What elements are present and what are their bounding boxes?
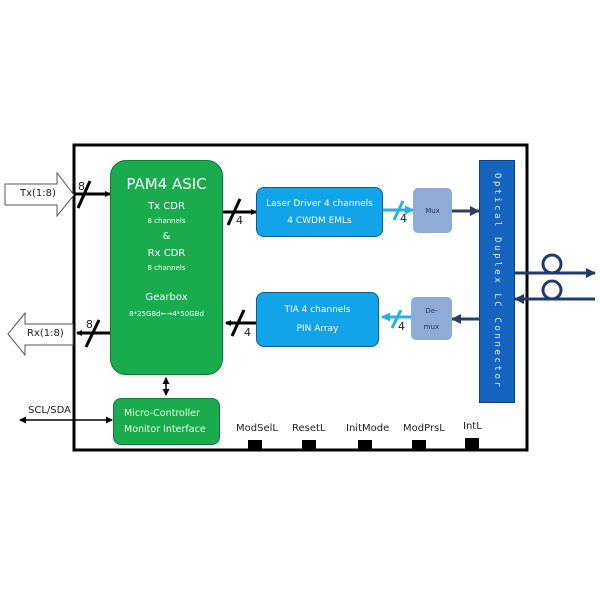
mcu-line2: Monitor Interface [124, 424, 206, 435]
demux-to-tia-slash [390, 309, 403, 329]
pin-intl [465, 438, 479, 450]
pin-label-initmode: InitMode [346, 423, 390, 434]
pam4-asic-block: PAM4 ASIC Tx CDR 8 channels & Rx CDR 8 c… [110, 160, 223, 375]
tia-bus-width: 4 [244, 326, 251, 339]
pin-initmode [358, 440, 372, 450]
asic-rx-channels: 8 channels [147, 264, 186, 272]
rx-port-label: Rx(1:8) [27, 328, 64, 339]
laser-driver-block: Laser Driver 4 channels 4 CWDM EMLs [256, 187, 383, 237]
optical-connector-block: Optical Duplex LC Connector [479, 160, 515, 403]
asic-title: PAM4 ASIC [126, 175, 207, 193]
tia-line1: TIA 4 channels [284, 305, 351, 315]
demux-bus-width: 4 [398, 320, 405, 333]
laser-line2: 4 CWDM EMLs [287, 215, 352, 226]
asic-tx-channels: 8 channels [147, 217, 186, 225]
tx-port-arrow [4, 171, 75, 218]
demux-line1: De- [425, 306, 438, 315]
asic-gearbox-rates: 8*25GBd←→4*50GBd [129, 310, 204, 318]
asic-rx-cdr: Rx CDR [147, 248, 186, 259]
asic-gearbox: Gearbox [145, 292, 188, 303]
asic-amp: & [162, 231, 171, 242]
pin-modsell [248, 440, 262, 450]
pin-label-intl: IntL [463, 421, 482, 432]
rx-bus-slash [84, 319, 101, 348]
tia-line2: PIN Array [296, 324, 339, 334]
micro-controller-block: Micro-Controller Monitor Interface [113, 398, 220, 445]
tx-bus-slash [76, 180, 92, 209]
asic-tx-cdr: Tx CDR [148, 201, 185, 212]
rx-bus-width: 8 [86, 318, 93, 331]
pin-label-resetl: ResetL [292, 423, 326, 434]
rx-port-arrow [7, 311, 74, 357]
demux-line2: mux [423, 322, 440, 331]
i2c-label: SCL/SDA [28, 405, 71, 416]
pin-modprsl [412, 440, 426, 450]
connector-label: Optical Duplex LC Connector [492, 173, 502, 390]
pin-resetl [302, 440, 316, 450]
mux-label: Mux [425, 206, 440, 215]
mux-block: Mux [413, 188, 452, 233]
laser-line1: Laser Driver 4 channels [266, 198, 373, 209]
mcu-line1: Micro-Controller [124, 408, 200, 419]
laser-bus-width: 4 [236, 214, 243, 227]
fiber-out-loop-icon [541, 253, 563, 275]
asic-to-laser-slash [226, 198, 242, 226]
fiber-in-loop-icon [541, 279, 563, 301]
pin-label-modsell: ModSelL [236, 423, 278, 434]
demux-block: De- mux [411, 297, 452, 340]
tx-bus-width: 8 [78, 180, 85, 193]
pin-label-modprsl: ModPrsL [403, 423, 445, 434]
tx-port-label: Tx(1:8) [20, 188, 56, 199]
tia-block: TIA 4 channels PIN Array [256, 292, 379, 347]
mux-bus-width: 4 [400, 212, 407, 225]
tia-to-asic-slash [230, 309, 246, 337]
laser-to-mux-slash [392, 200, 405, 221]
